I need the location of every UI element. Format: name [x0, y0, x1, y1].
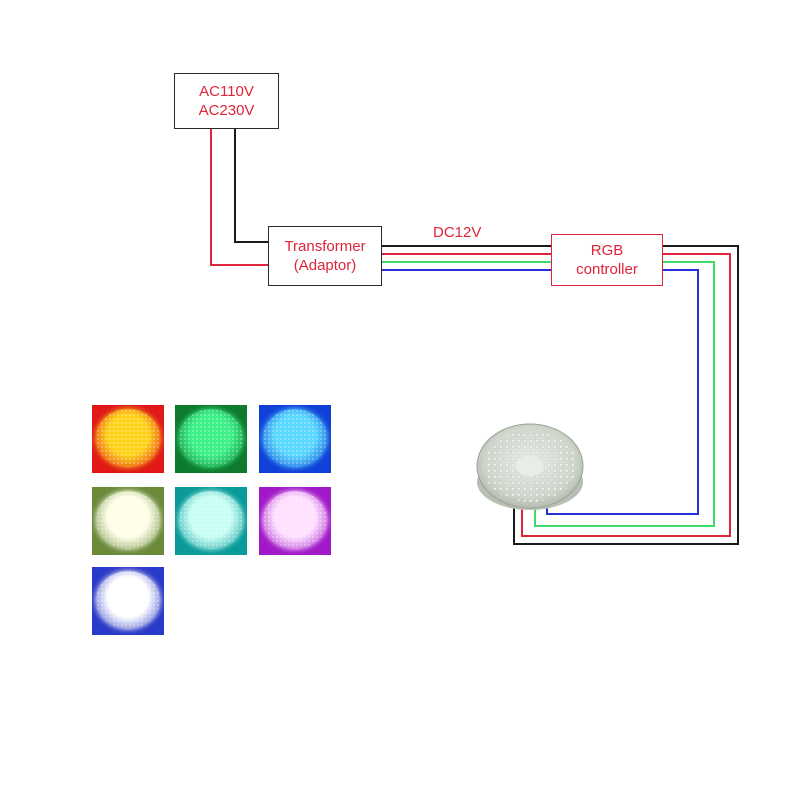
lamp-fixture — [476, 423, 584, 510]
swatch-led-dots — [96, 491, 160, 549]
swatch-lamp-glow — [263, 409, 327, 467]
wire-black-ac — [234, 128, 269, 243]
swatch-lamp-glow — [179, 409, 243, 467]
voltage-label: DC12V — [433, 224, 482, 241]
rgb-controller-box: RGB controller — [551, 234, 663, 286]
transformer-line-1: Transformer — [284, 238, 366, 255]
color-swatch-red-yellow — [92, 405, 164, 473]
color-swatch-green — [175, 405, 247, 473]
wire-red-ac — [210, 128, 269, 266]
power-source-box: AC110V AC230V — [174, 73, 279, 129]
swatch-lamp-glow — [96, 409, 160, 467]
transformer-box: Transformer (Adaptor) — [268, 226, 382, 286]
power-line-1: AC110V — [199, 83, 254, 100]
swatch-lamp-glow — [263, 491, 327, 549]
color-swatch-cool-white — [92, 567, 164, 635]
swatch-led-dots — [96, 409, 160, 467]
swatch-lamp-glow — [96, 571, 160, 629]
color-swatch-cyan — [175, 487, 247, 555]
controller-line-2: controller — [576, 261, 638, 278]
color-swatch-blue — [259, 405, 331, 473]
swatch-led-dots — [96, 571, 160, 629]
swatch-led-dots — [263, 409, 327, 467]
wire-black-out — [513, 245, 739, 545]
color-swatch-magenta — [259, 487, 331, 555]
power-line-2: AC230V — [198, 102, 255, 119]
swatch-led-dots — [179, 409, 243, 467]
swatch-lamp-glow — [96, 491, 160, 549]
swatch-led-dots — [263, 491, 327, 549]
swatch-lamp-glow — [179, 491, 243, 549]
swatch-led-dots — [179, 491, 243, 549]
wire-blue-out — [546, 269, 699, 515]
color-swatch-warm-white — [92, 487, 164, 555]
wire-green-out — [534, 261, 715, 527]
transformer-line-2: (Adaptor) — [293, 257, 357, 274]
wire-red-out — [521, 253, 731, 537]
controller-line-1: RGB — [590, 242, 624, 259]
